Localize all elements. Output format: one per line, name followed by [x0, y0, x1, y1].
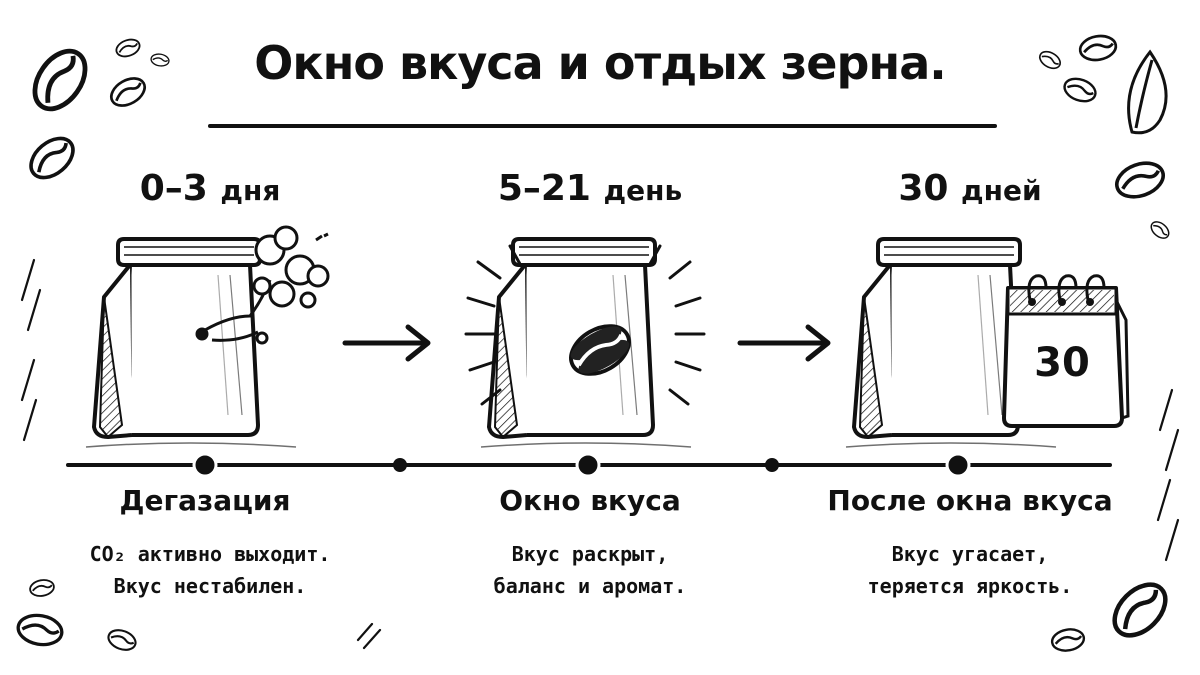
calendar-day-number: 30: [1034, 340, 1090, 386]
stage-description-flavor-window: Вкус раскрыт, баланс и аромат.: [400, 538, 780, 602]
period-unit: дня: [220, 174, 281, 207]
coffee-bean-icon: [569, 324, 631, 376]
calendar-icon: [1002, 274, 1130, 428]
description-line: Вкус раскрыт,: [511, 542, 669, 566]
decorative-sketch-strokes: [20, 258, 1180, 650]
arrow-icon-1: [342, 324, 431, 362]
stage-label-flavor-window: Окно вкуса: [499, 484, 681, 517]
description-line: теряется яркость.: [867, 574, 1073, 598]
period-unit: дней: [961, 174, 1042, 207]
period-unit: день: [603, 174, 683, 207]
stage-period-after-window: 30 дней: [780, 168, 1160, 209]
stage-period-flavor-window: 5–21 день: [400, 168, 780, 209]
leaf-icon: [1127, 49, 1168, 135]
shine-rays: [464, 244, 706, 406]
description-line: баланс и аромат.: [493, 574, 687, 598]
arrow-icon-2: [737, 324, 831, 362]
steam-cloud-icon: [195, 225, 330, 345]
period-number: 30: [898, 168, 949, 209]
description-line: Вкус нестабилен.: [113, 574, 307, 598]
period-number: 5–21: [497, 168, 591, 209]
page-title: Окно вкуса и отдых зерна.: [254, 36, 946, 90]
stage-description-after-window: Вкус угасает, теряется яркость.: [780, 538, 1160, 602]
description-line: CO₂ активно выходит.: [89, 542, 331, 566]
timeline: [66, 452, 1112, 478]
stage-label-degassing: Дегазация: [119, 484, 291, 517]
stage-period-degassing: 0–3 дня: [20, 168, 400, 209]
period-number: 0–3: [139, 168, 208, 209]
stage-label-after-window: После окна вкуса: [827, 484, 1113, 517]
stage-description-degassing: CO₂ активно выходит. Вкус нестабилен.: [20, 538, 400, 602]
description-line: Вкус угасает,: [891, 542, 1049, 566]
